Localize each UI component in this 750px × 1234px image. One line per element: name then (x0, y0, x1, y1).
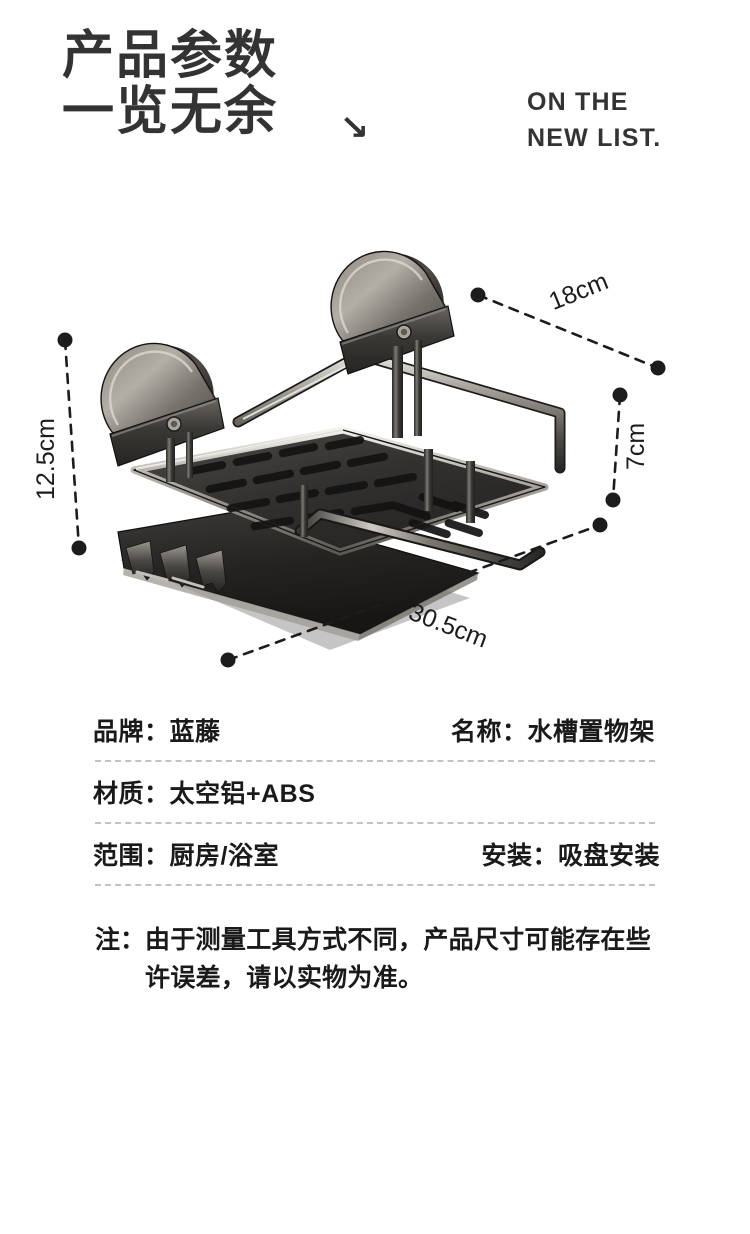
page-header: 产品参数 一览无余 ↘ ON THE NEW LIST. (0, 0, 750, 200)
page-title-cn: 产品参数 一览无余 (62, 27, 279, 142)
note-label: 注： (95, 926, 146, 954)
suction-cup-right (330, 250, 455, 438)
spec-divider-3 (95, 884, 655, 886)
product-illustration: 18cm 12.5cm 7cm 30.5cm (0, 200, 750, 700)
rack-support-posts (300, 449, 475, 537)
spec-brand: 品牌：蓝藤 (93, 718, 221, 746)
note-text: 由于测量工具方式不同，产品尺寸可能存在些许误差，请以实物为准。 (145, 926, 652, 992)
dimension-lines (63, 293, 660, 662)
mount-clips (125, 540, 227, 594)
sink-rack-drawing (57, 250, 666, 668)
spec-material: 材质：太空铝+ABS (93, 780, 316, 808)
spec-divider-2 (95, 822, 655, 824)
spec-row-brand-name: 品牌：蓝藤 名称：水槽置物架 (0, 700, 750, 760)
rack-front-rail (294, 508, 546, 571)
spec-divider-1 (95, 760, 655, 762)
dimension-endpoints (57, 287, 666, 668)
spec-scope: 范围：厨房/浴室 (93, 842, 279, 870)
rack-back-rail (232, 349, 566, 474)
disclaimer-note: 注： 由于测量工具方式不同，产品尺寸可能存在些许误差，请以实物为准。 (0, 922, 750, 997)
spec-product-name: 名称：水槽置物架 (450, 718, 655, 746)
arrow-down-right-icon: ↘ (339, 109, 370, 147)
page-title-en: ON THE NEW LIST. (527, 88, 662, 153)
spec-installation: 安装：吸盘安装 (481, 842, 660, 870)
rack-tray (130, 426, 549, 556)
specification-table: 品牌：蓝藤 名称：水槽置物架 材质：太空铝+ABS 范围：厨房/浴室 安装：吸盘… (0, 700, 750, 997)
spec-row-scope-install: 范围：厨房/浴室 安装：吸盘安装 (0, 824, 750, 884)
suction-cup-left (100, 342, 225, 482)
spec-row-material: 材质：太空铝+ABS (0, 762, 750, 822)
